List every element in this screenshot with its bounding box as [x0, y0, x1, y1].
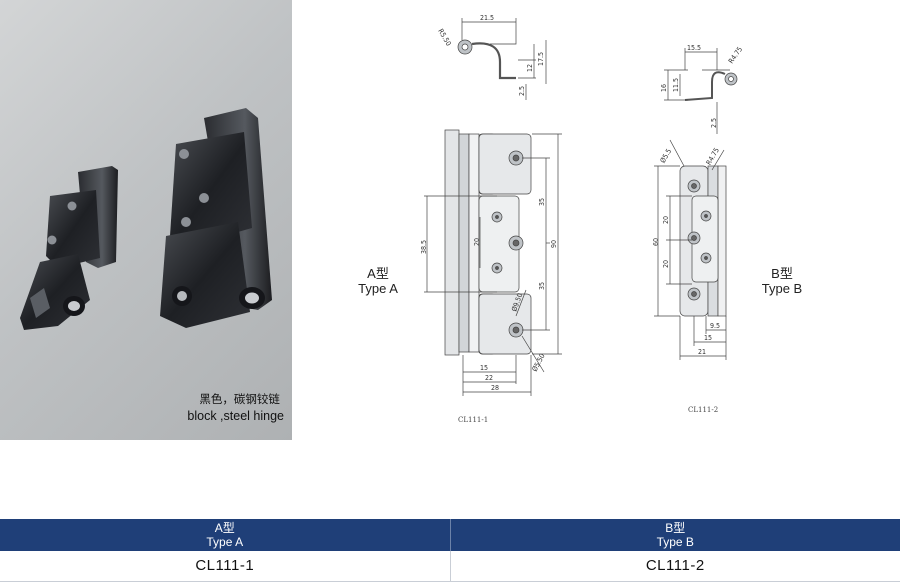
hinge-photo-illustration — [20, 108, 272, 330]
dim-b-60: 60 — [652, 238, 660, 246]
dim-b-r4-75: R4.75 — [727, 45, 744, 65]
type-b-label-cn: B型 — [771, 266, 793, 281]
dim-a-17-5: 17.5 — [537, 52, 545, 66]
dim-a-22: 22 — [485, 374, 493, 382]
technical-drawing-area: 21.5 R5.50 17.5 12 2.5 — [340, 0, 900, 440]
small-hinge-photo — [20, 166, 118, 330]
technical-drawing-svg: 21.5 R5.50 17.5 12 2.5 — [420, 14, 744, 396]
dim-b-9-5: 9.5 — [710, 322, 720, 330]
dim-b-d5-5: Ø5.5 — [659, 148, 673, 165]
dim-b-r4-75-front: R4.75 — [705, 147, 721, 167]
large-hinge-photo — [160, 108, 272, 328]
dim-a-d5-50: Ø5.50 — [531, 352, 547, 373]
drawing-code-a: CL111-1 — [458, 416, 489, 424]
dim-a-35-top: 35 — [538, 198, 546, 206]
dim-b-15: 15 — [704, 334, 712, 342]
model-b-cell: CL111-2 — [449, 551, 900, 581]
type-b-label: B型 Type B — [752, 266, 812, 296]
dim-a-38-5: 38.5 — [420, 240, 428, 254]
type-b-side-view: 15.5 R4.75 16 11.5 2.5 — [660, 44, 744, 134]
dim-b-21: 21 — [698, 348, 706, 356]
product-photo: 黑色，碳钢铰链 block ,steel hinge — [0, 0, 292, 440]
table-row: CL111-1 CL111-2 — [0, 551, 900, 582]
type-a-side-view: 21.5 R5.50 17.5 12 2.5 — [436, 14, 547, 100]
header-type-a: A型 Type A — [0, 519, 450, 551]
caption-chinese: 黑色，碳钢铰链 — [199, 394, 280, 406]
model-a-cell: CL111-1 — [195, 557, 255, 574]
dim-a-20: 20 — [473, 238, 481, 246]
dim-b-15-5: 15.5 — [687, 44, 701, 52]
dim-a-2-5: 2.5 — [518, 86, 526, 96]
header-type-b-cn: B型 — [665, 521, 686, 535]
dim-a-top-width: 21.5 — [480, 14, 494, 22]
dim-b-20-top: 20 — [662, 216, 670, 224]
caption-english: block ,steel hinge — [187, 409, 284, 423]
model-table: A型 Type A B型 Type B CL111-1 CL111-2 — [0, 519, 900, 583]
header-type-a-en: Type A — [206, 535, 244, 549]
dim-a-28: 28 — [491, 384, 499, 392]
photo-caption: 黑色，碳钢铰链 block ,steel hinge — [187, 392, 284, 424]
dim-a-90: 90 — [550, 240, 558, 248]
dim-b-2-5: 2.5 — [710, 118, 718, 128]
dim-b-16: 16 — [660, 84, 668, 92]
dim-a-top-radius: R5.50 — [436, 28, 452, 48]
header-type-b: B型 Type B — [449, 519, 900, 551]
dim-b-20-bottom: 20 — [662, 260, 670, 268]
header-type-b-en: Type B — [656, 535, 694, 549]
drawing-code-b: CL111-2 — [688, 406, 719, 414]
header-type-a-cn: A型 — [214, 521, 235, 535]
type-b-label-en: Type B — [761, 281, 803, 296]
type-a-label-en: Type A — [358, 281, 398, 296]
type-a-label: A型 Type A — [348, 266, 408, 296]
table-header-row: A型 Type A B型 Type B — [0, 519, 900, 551]
dim-a-35-bottom: 35 — [538, 282, 546, 290]
dim-b-11-5: 11.5 — [672, 78, 680, 92]
type-a-front-view: 38.5 20 35 35 90 Ø9.50 Ø5.50 15 22 28 — [420, 129, 562, 396]
type-a-label-cn: A型 — [367, 266, 389, 281]
type-b-front-view: 60 20 20 Ø5.5 R4.75 9.5 15 21 — [652, 139, 727, 360]
dim-a-12: 12 — [526, 64, 534, 72]
dim-a-15: 15 — [480, 364, 488, 372]
